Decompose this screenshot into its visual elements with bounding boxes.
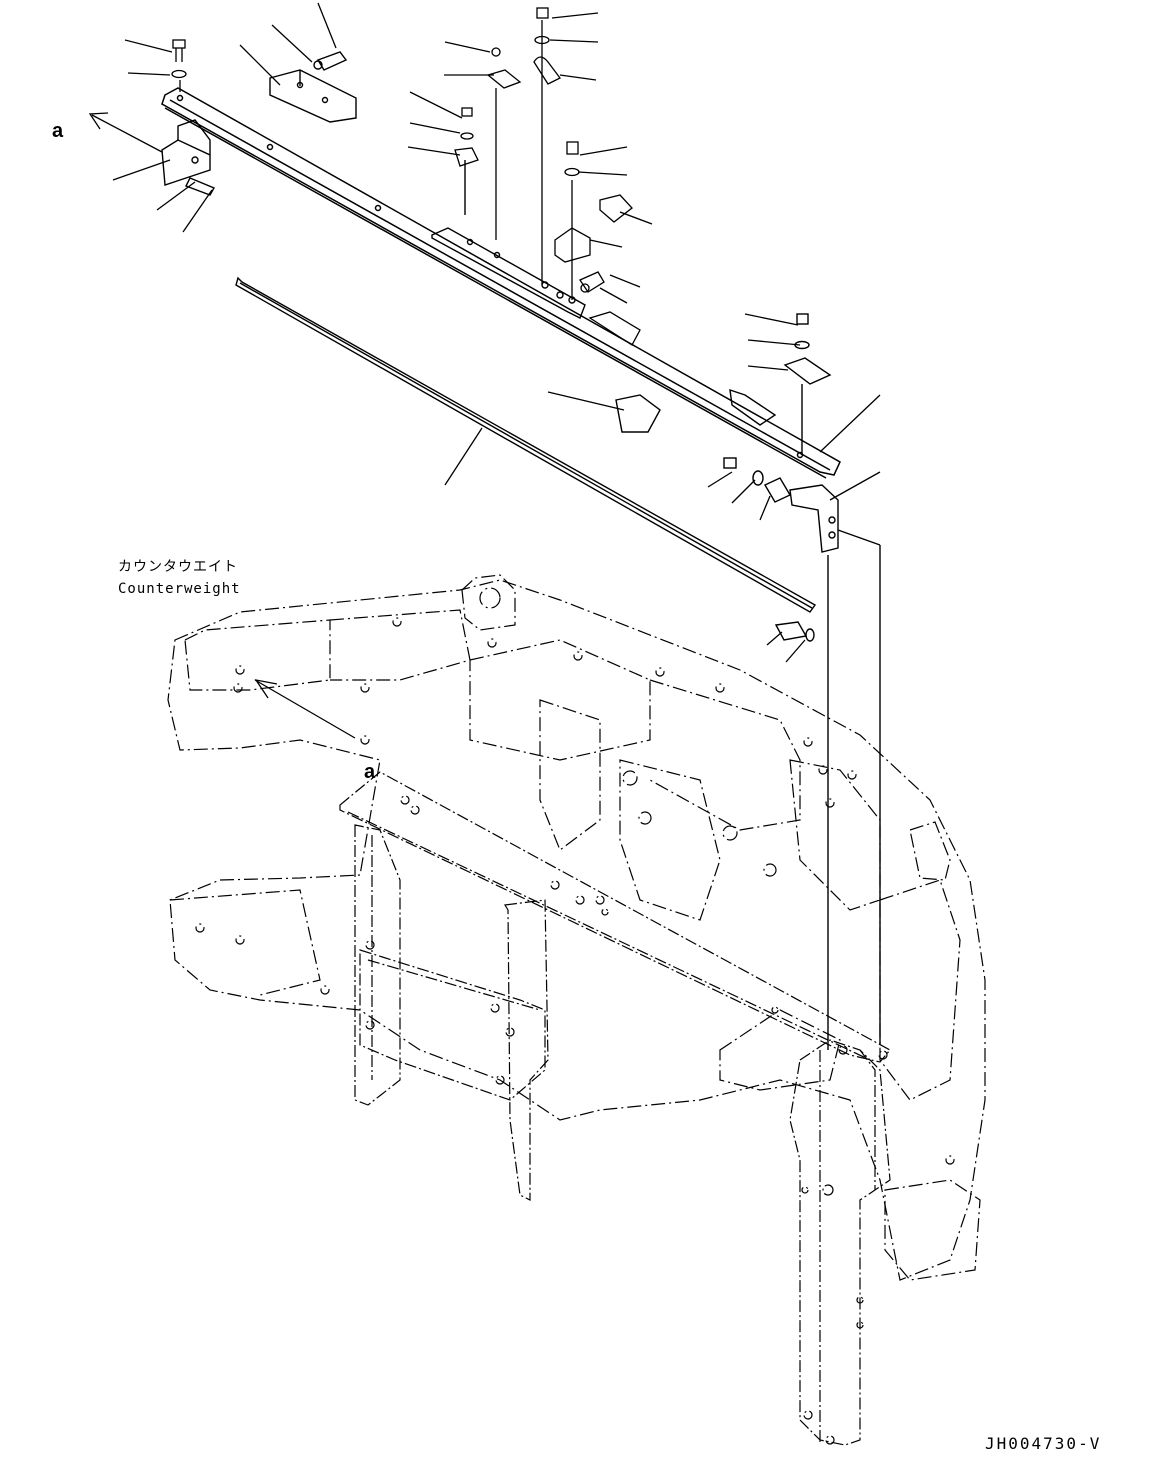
seal-strip [235, 276, 817, 613]
view-arrow-lower [254, 679, 356, 739]
left-bracket [161, 119, 216, 196]
frame-phantom [339, 771, 891, 1446]
angle-bracket-top [269, 51, 357, 123]
drawing-code: JH004730-V [985, 1434, 1102, 1453]
bolt-top-left [171, 39, 187, 92]
leader-lines [112, 2, 881, 663]
view-reference-label-top: a [52, 120, 64, 142]
center-top-fasteners [454, 7, 641, 346]
center-plate [431, 160, 586, 319]
view-reference-label-bottom: a [364, 761, 376, 783]
counterweight-label-en: Counterweight [118, 581, 241, 597]
counterweight-outline [167, 574, 986, 1281]
main-crossbar [161, 87, 841, 479]
view-direction-arrow [88, 112, 163, 153]
counterweight-label-jp: カウンタウエイト [118, 559, 238, 575]
